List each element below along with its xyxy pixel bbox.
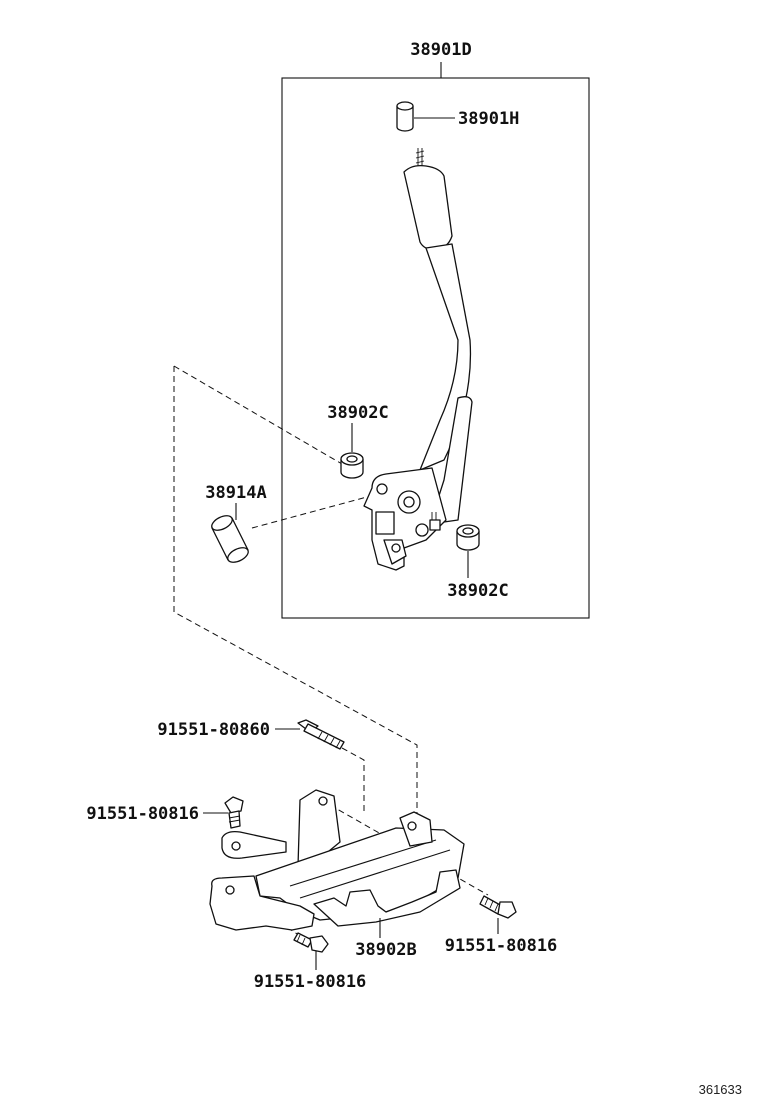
label-lever-assembly: 38901D [410, 40, 471, 60]
figure-reference: 361633 [699, 1082, 742, 1097]
label-bushing-lower: 38902C [447, 581, 508, 601]
knob-part [396, 101, 414, 132]
label-collar: 38914A [205, 483, 266, 503]
bushing-upper-part [340, 452, 364, 479]
bolt-bottom-part [293, 932, 329, 953]
assembly-frame [281, 77, 590, 619]
shift-lever-part [363, 148, 473, 571]
bracket-part [209, 789, 465, 931]
label-bracket: 38902B [355, 940, 416, 960]
bolt-left-part [224, 796, 244, 829]
collar-part [211, 515, 249, 563]
label-bolt-left: 91551-80816 [86, 804, 199, 824]
label-bolt-long: 91551-80860 [157, 720, 270, 740]
label-bushing-upper: 38902C [327, 403, 388, 423]
label-bolt-bottom: 91551-80816 [254, 972, 367, 992]
label-knob: 38901H [458, 109, 519, 129]
bolt-long-part [297, 719, 345, 750]
bolt-right-part [479, 895, 517, 919]
label-bolt-right: 91551-80816 [445, 936, 558, 956]
bushing-lower-part [456, 524, 480, 551]
